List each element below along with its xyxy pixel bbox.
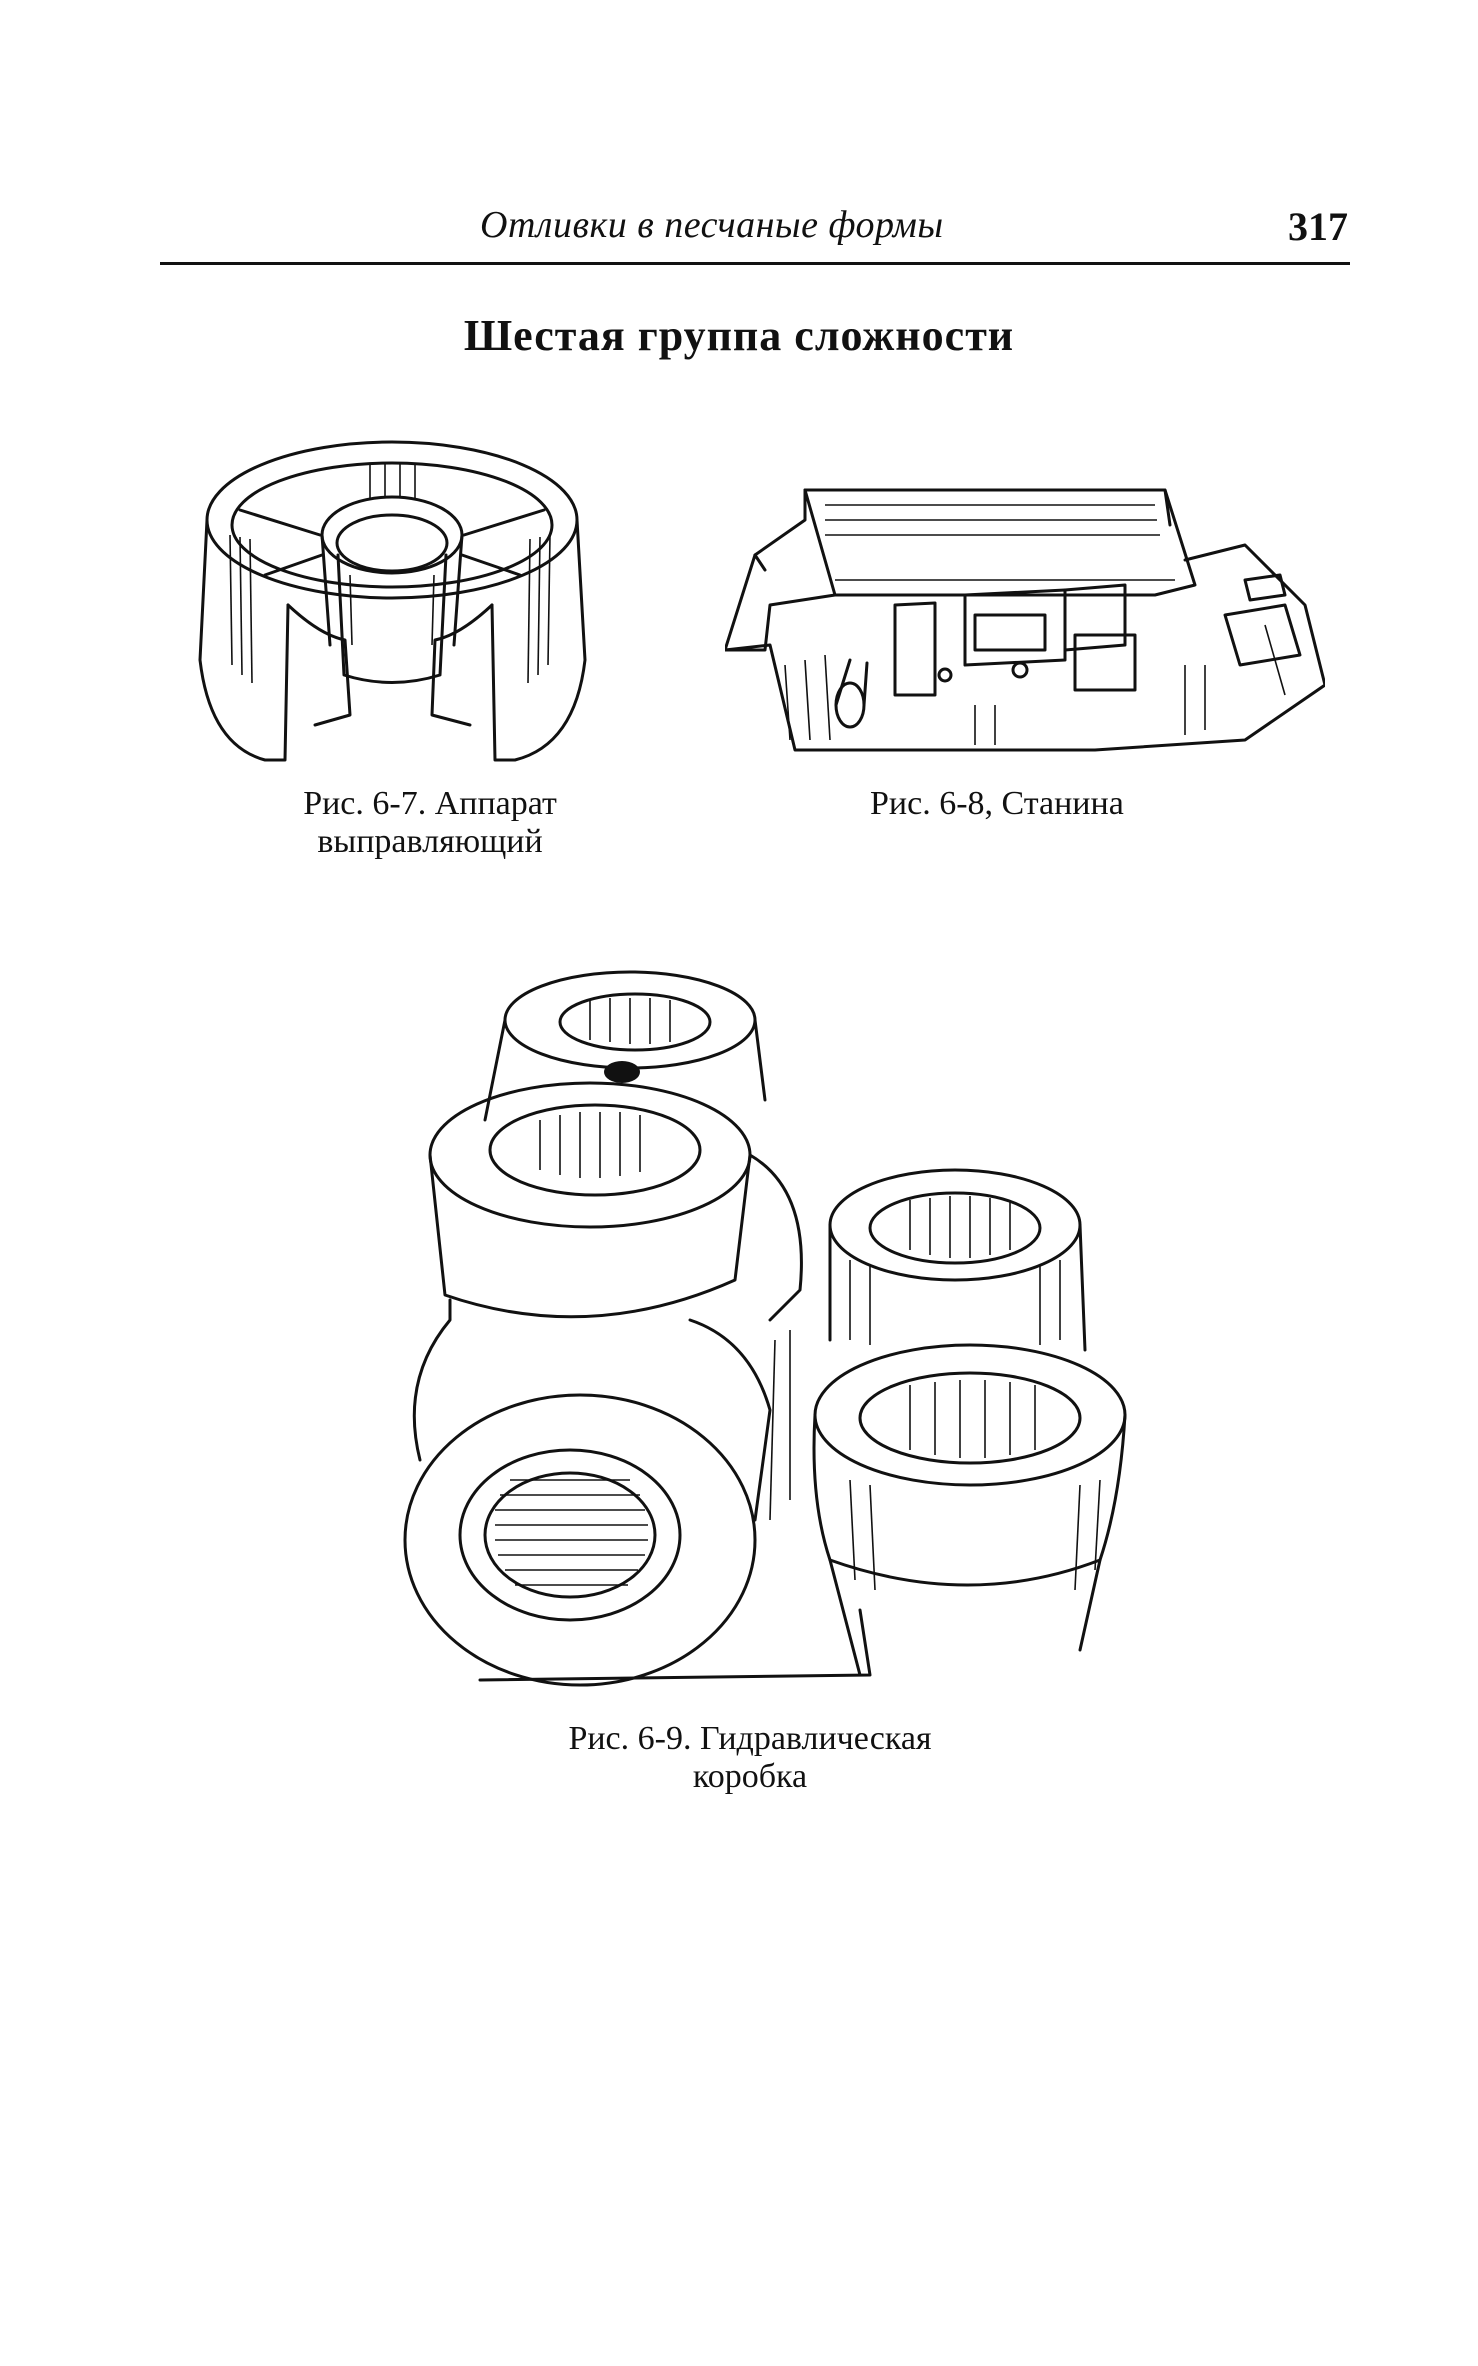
caption-line: выправляющий [317,823,543,860]
figure-6-8-caption: Рис. 6-8, Станина [870,785,1310,823]
caption-line: коробка [692,1758,808,1795]
caption-line: Рис. 6-9. Гидравлическая [568,1720,932,1757]
section-heading: Шестая группа сложности [463,311,1015,360]
caption-line: Рис. 6-8, Станина [870,785,1124,822]
caption-line: Рис. 6-7. Аппарат [303,785,557,822]
machine-bed-drawing [725,488,1325,752]
figure-6-9-caption: Рис. 6-9. Гидравлическая коробка [480,1720,1020,1796]
page-number: 317 [1288,204,1348,249]
running-title: Отливки в песчаные формы [480,204,944,246]
header-rule [160,262,1350,265]
guide-apparatus-drawing [198,440,587,762]
figure-6-7-caption: Рис. 6-7. Аппарат выправляющий [230,785,630,861]
hydraulic-box-drawing [403,970,1127,1687]
